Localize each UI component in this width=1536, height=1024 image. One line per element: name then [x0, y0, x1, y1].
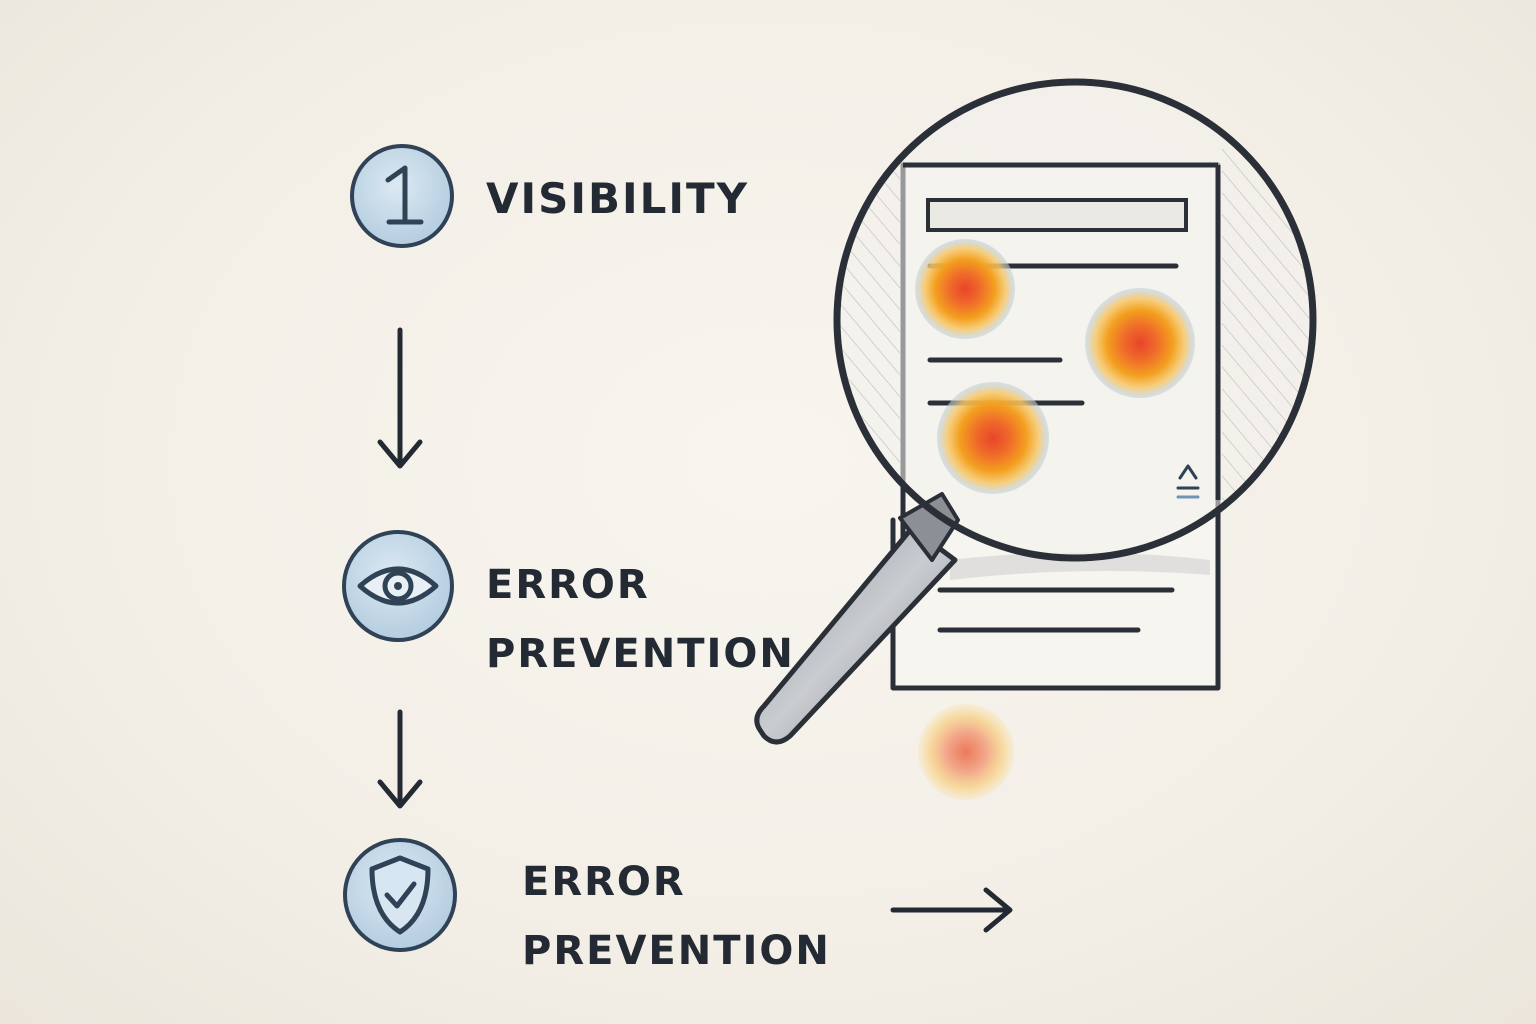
shield-check-icon [343, 838, 457, 952]
heatmap-spot [937, 382, 1049, 494]
step-2-label: ERROR PREVENTION [486, 565, 795, 674]
arrow-down-icon [377, 327, 423, 469]
step-2-label-line: PREVENTION [486, 631, 795, 677]
magnifying-glass-icon [754, 78, 1317, 745]
heatmap-spot [915, 239, 1015, 339]
heatmap-spot [918, 704, 1014, 800]
step-2-label-line: ERROR [486, 562, 650, 608]
arrow-down-icon [377, 709, 423, 809]
arrow-right-icon [890, 887, 1013, 933]
heatmap-spot [1085, 288, 1195, 398]
step-1-label: VISIBILITY [486, 178, 749, 220]
step-3-label-line: ERROR [522, 859, 686, 905]
eye-icon [342, 530, 454, 642]
step-3-label: ERROR PREVENTION [522, 862, 831, 971]
step-3-label-line: PREVENTION [522, 928, 831, 974]
number-one-icon [350, 144, 454, 248]
step-1-label-line: VISIBILITY [486, 174, 750, 223]
